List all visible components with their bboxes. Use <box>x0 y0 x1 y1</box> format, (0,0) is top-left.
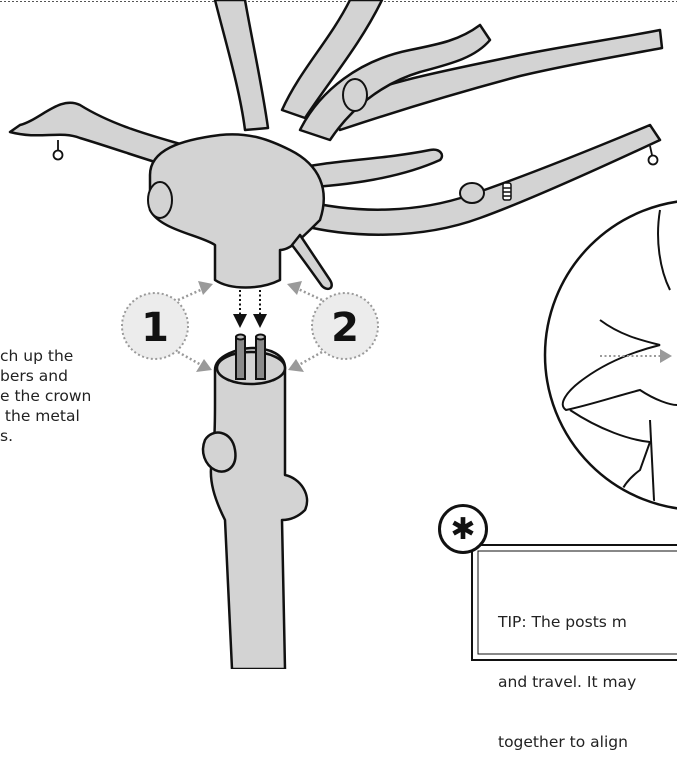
crown-knot-3 <box>460 183 484 203</box>
threaded-screw <box>503 183 511 200</box>
crown-knot-2 <box>343 79 367 111</box>
step-1-number: 1 <box>141 305 169 351</box>
tip-text: TIP: The posts m and travel. It may toge… <box>498 572 636 772</box>
tip-line: together to align <box>498 732 636 752</box>
tip-line: and travel. It may <box>498 672 636 692</box>
eye-hook-left <box>54 140 63 160</box>
tree-trunk <box>203 348 307 669</box>
insert-arrows <box>233 290 267 328</box>
instruction-line: the metal <box>0 406 160 426</box>
instruction-line: bers and <box>0 366 160 386</box>
instruction-line: s. <box>0 426 160 446</box>
tip-asterisk-icon: ✱ <box>438 504 488 554</box>
step-2-number: 2 <box>331 305 359 351</box>
eye-hook-right <box>649 146 658 165</box>
instruction-line: ch up the <box>0 346 160 366</box>
crown-knot <box>148 182 172 218</box>
tip-line: TIP: The posts m <box>498 612 636 632</box>
tree-assembly-illustration: 1 2 <box>0 0 677 669</box>
zoom-detail <box>545 200 677 520</box>
instruction-text: ch up the bers and e the crown the metal… <box>0 346 160 446</box>
tree-crown <box>10 0 662 289</box>
instruction-line: e the crown <box>0 386 160 406</box>
